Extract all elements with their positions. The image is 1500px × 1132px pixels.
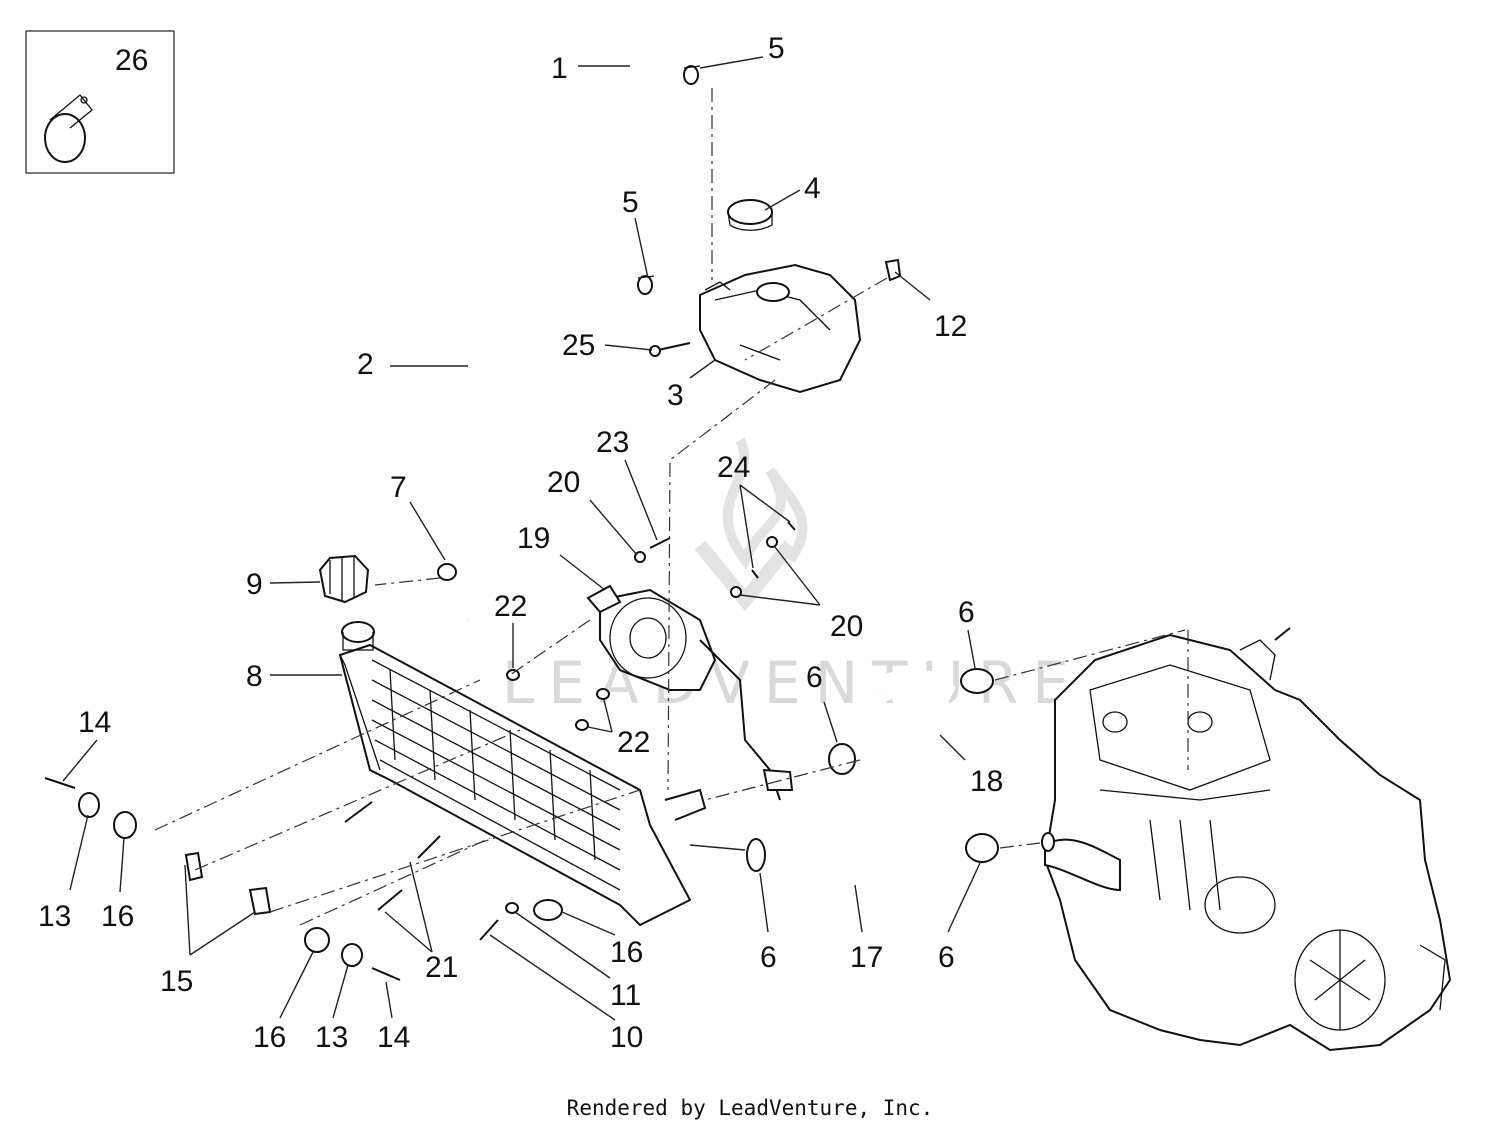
- callout-19: 19: [517, 522, 550, 555]
- tank-cap-part-4: [727, 199, 773, 231]
- hose-clamp-part-6-d: [965, 833, 999, 863]
- bushing-part-21-c: [377, 889, 403, 911]
- callout-20-b: 20: [830, 610, 863, 643]
- callout-18: 18: [970, 765, 1003, 798]
- washer-part-11: [505, 902, 519, 914]
- grommet-part-16-c: [533, 899, 563, 921]
- callout-17: 17: [850, 941, 883, 974]
- callout-14-b: 14: [377, 1021, 410, 1054]
- hose-clamp-part-7: [437, 563, 457, 581]
- callout-4: 4: [804, 172, 821, 205]
- callout-21: 21: [425, 951, 458, 984]
- callout-16-a: 16: [101, 900, 134, 933]
- callout-14-a: 14: [78, 706, 111, 739]
- grommet-part-16-a: [113, 811, 137, 839]
- callout-12: 12: [934, 310, 967, 343]
- hose-clamp-part-6-a: [960, 668, 994, 694]
- assembly-lines: [154, 88, 1189, 926]
- callout-5-mid: 5: [622, 186, 639, 219]
- callout-20-a: 20: [547, 466, 580, 499]
- callout-22-a: 22: [494, 590, 527, 623]
- engine-assembly: [1041, 627, 1452, 1052]
- callout-11: 11: [610, 979, 641, 1012]
- expansion-tank-part-3: [699, 263, 862, 394]
- cooling-fan-part-19: [586, 584, 794, 801]
- callout-26: 26: [115, 44, 148, 77]
- callout-5-top: 5: [768, 32, 785, 65]
- overflow-hose-part-1: [626, 57, 1092, 363]
- callout-1: 1: [551, 52, 568, 85]
- hose-clamp-part-5-mid: [637, 275, 655, 295]
- callout-15: 15: [160, 965, 193, 998]
- radiator-part-8: [338, 621, 707, 927]
- callout-16-b: 16: [253, 1021, 286, 1054]
- callout-6-d: 6: [938, 941, 955, 974]
- hose-part-17: [789, 829, 940, 882]
- washer-part-22-c: [575, 719, 589, 731]
- callout-10: 10: [610, 1021, 643, 1054]
- callout-23: 23: [596, 426, 629, 459]
- hose-clamp-part-6-b: [828, 743, 856, 775]
- callout-8: 8: [246, 660, 263, 693]
- render-credit: Rendered by LeadVenture, Inc.: [566, 1096, 934, 1120]
- washer-part-22-b: [596, 688, 610, 700]
- spacer-part-13-a: [78, 792, 100, 818]
- radiator-cap-part-9: [318, 554, 370, 604]
- nut-part-15-b: [248, 886, 272, 916]
- callout-labels: 1 2 3 4 5 5 6 6 6 6 7 8 9 10 11 12 13 13…: [38, 32, 1003, 1054]
- bolt-part-14-a: [44, 777, 76, 789]
- hose-clamp-part-6-c: [746, 838, 766, 872]
- washer-part-20-b: [766, 536, 778, 548]
- spacer-part-13-b: [341, 943, 363, 967]
- callout-3: 3: [667, 379, 684, 412]
- clip-part-12: [884, 258, 902, 282]
- callout-25: 25: [562, 329, 595, 362]
- bolt-part-14-b: [371, 967, 401, 981]
- callout-22-b: 22: [617, 726, 650, 759]
- washer-part-20-c: [730, 586, 742, 598]
- inset-box-part-26: [25, 30, 175, 174]
- screw-part-24-a: [787, 521, 796, 531]
- callout-9: 9: [246, 568, 263, 601]
- callout-13-a: 13: [38, 900, 71, 933]
- screw-part-24-b: [751, 569, 759, 579]
- callout-24: 24: [717, 451, 750, 484]
- nut-part-15-a: [184, 851, 204, 882]
- bushing-part-21-a: [344, 801, 373, 823]
- callout-7: 7: [390, 471, 407, 504]
- watermark-text: LEADVENTURE: [502, 649, 1083, 717]
- bolt-part-25: [649, 342, 691, 357]
- washer-part-20-a: [634, 551, 646, 563]
- bolt-part-10: [479, 919, 499, 941]
- callout-6-b: 6: [806, 661, 823, 694]
- bushing-part-21-b: [417, 835, 441, 859]
- callout-2: 2: [357, 348, 374, 381]
- hose-part-18: [873, 669, 956, 773]
- callout-6-c: 6: [760, 941, 777, 974]
- callout-6-a: 6: [958, 596, 975, 629]
- screw-part-23: [649, 537, 671, 549]
- callout-16-c: 16: [610, 936, 643, 969]
- washer-part-22-a: [506, 669, 520, 681]
- hose-clamp-part-5-top: [683, 65, 701, 85]
- grommet-part-16-b: [304, 927, 330, 953]
- hose-part-2: [464, 233, 624, 621]
- leader-lines: [62, 56, 981, 1021]
- callout-13-b: 13: [315, 1021, 348, 1054]
